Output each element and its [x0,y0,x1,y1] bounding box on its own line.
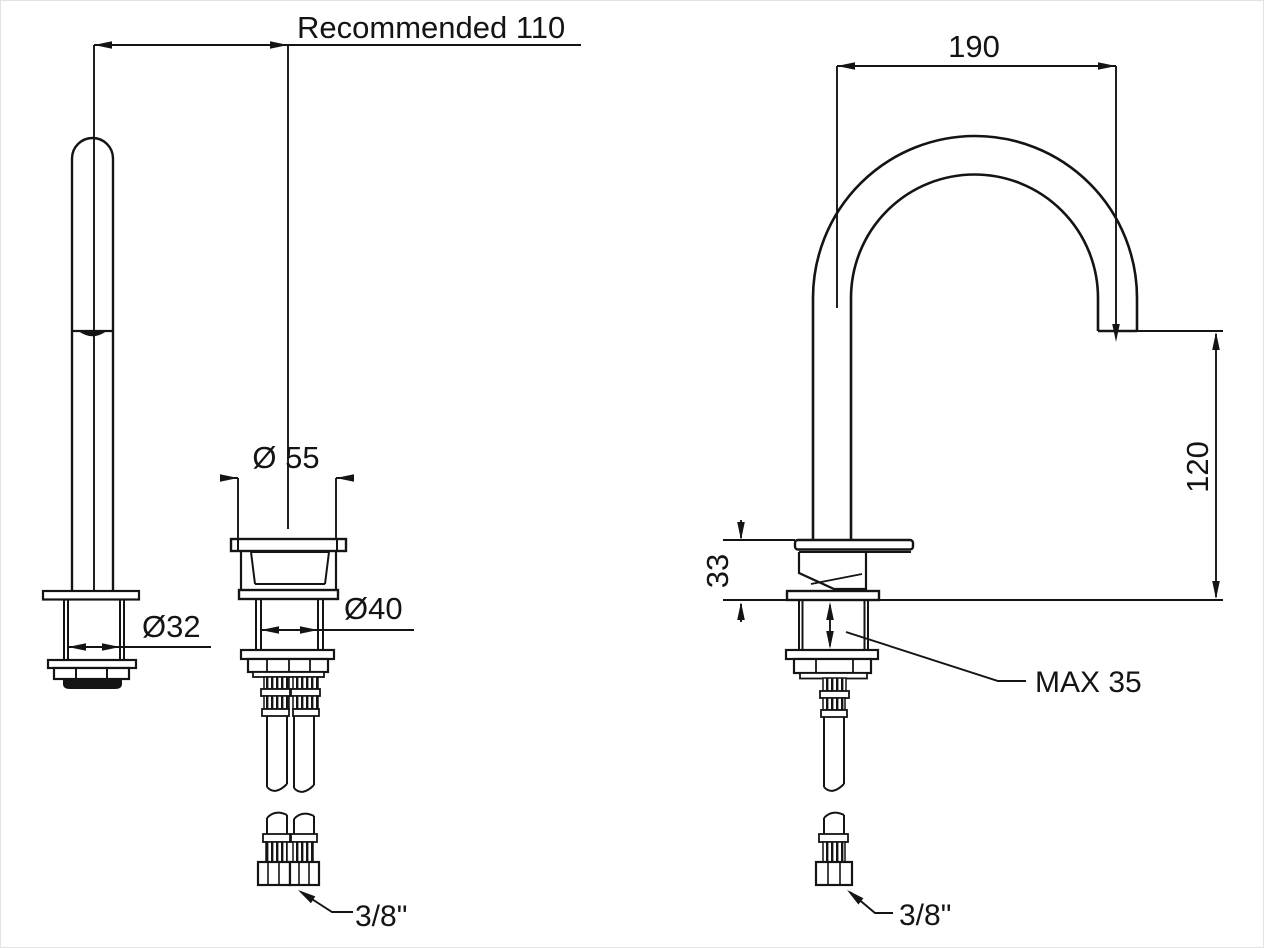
arrowhead-right [220,474,238,482]
valve-view [220,474,414,913]
arrowhead-left [837,62,855,70]
label-max-deck-thickness: MAX 35 [1035,666,1142,699]
handle-nut-flange [46,658,138,670]
label-valve-cap-diameter: Ø 55 [252,440,319,475]
hose-end-nut [288,860,321,887]
spout-deck-flange [785,589,881,602]
hose-end-nut [256,860,292,887]
label-spout-outlet-height: 120 [1180,441,1215,493]
arrowhead-left [68,643,86,651]
arrowhead [847,890,864,905]
spout-locknut [792,657,873,675]
hose-collar [261,708,290,717]
label-recommended-distance: Recommended 110 [297,10,565,45]
arrowhead [298,890,316,904]
hose-break [266,783,288,792]
label-base-height: 33 [700,554,735,588]
hose-crimp [263,695,290,710]
hose-collar [818,833,849,843]
hose-collar [820,709,848,718]
label-valve-hose-size: 3/8" [355,900,407,933]
spout-base-body [797,552,868,591]
flow-arrowhead [1112,324,1120,342]
hose-collar [262,833,291,843]
handle-lever-outline [70,136,115,591]
label-spout-reach: 190 [948,29,1000,64]
hose-crimp [292,676,319,690]
arrowhead-right [102,643,120,651]
label-valve-shank-diameter: Ø40 [344,591,403,626]
hose-crimp [292,695,319,710]
label-handle-shank-diameter: Ø32 [142,609,201,644]
spout-inner-outline [849,173,1100,540]
hose-end-nut [814,860,854,887]
handle-bottom-cap [63,679,122,689]
hose-crimp [292,841,314,863]
hose-break [293,812,315,820]
hose-break [266,811,288,819]
arrowhead-up [1212,332,1220,350]
hose-break [823,783,845,792]
hose-collar [292,708,320,717]
valve-cap-flange [229,537,348,553]
hose-collar [819,690,850,699]
arrowhead-left [94,41,112,49]
spout-view [723,62,1223,914]
hose-collar [290,688,321,697]
hose-collar [260,688,291,697]
hose-collar [290,833,318,843]
arrowhead-left [261,626,279,634]
arrowhead-down [1212,581,1220,599]
arrowhead-right [300,626,318,634]
valve-base-flange [237,588,340,601]
hose-break [293,784,315,793]
valve-body-inner [250,551,330,585]
hose-crimp [822,697,846,711]
arrowhead-right [1098,62,1116,70]
arrowhead-up [737,602,745,620]
hose-crimp [263,676,290,690]
spout-nut-flange [784,648,880,661]
hose-break [823,811,845,819]
arrowhead-down [826,631,834,649]
leader-line-max35 [845,631,1026,682]
arrowhead-right [270,41,288,49]
hose-crimp [822,841,846,863]
hose-crimp [265,841,288,863]
arrowhead-up [826,602,834,620]
spout-top-flange [793,538,915,551]
handle-joint-detent [79,331,106,337]
hose-crimp [822,677,847,692]
handle-deck-flange [41,589,141,601]
valve-locknut [246,657,330,674]
label-spout-hose-size: 3/8" [899,899,951,932]
spout-outer-outline [811,134,1139,540]
handle-locknut [52,666,131,681]
arrowhead-down [737,522,745,540]
arrowhead-left [336,474,354,482]
spout-base-seam [810,573,863,585]
valve-nut-flange [239,648,336,661]
handle-view [41,41,581,689]
